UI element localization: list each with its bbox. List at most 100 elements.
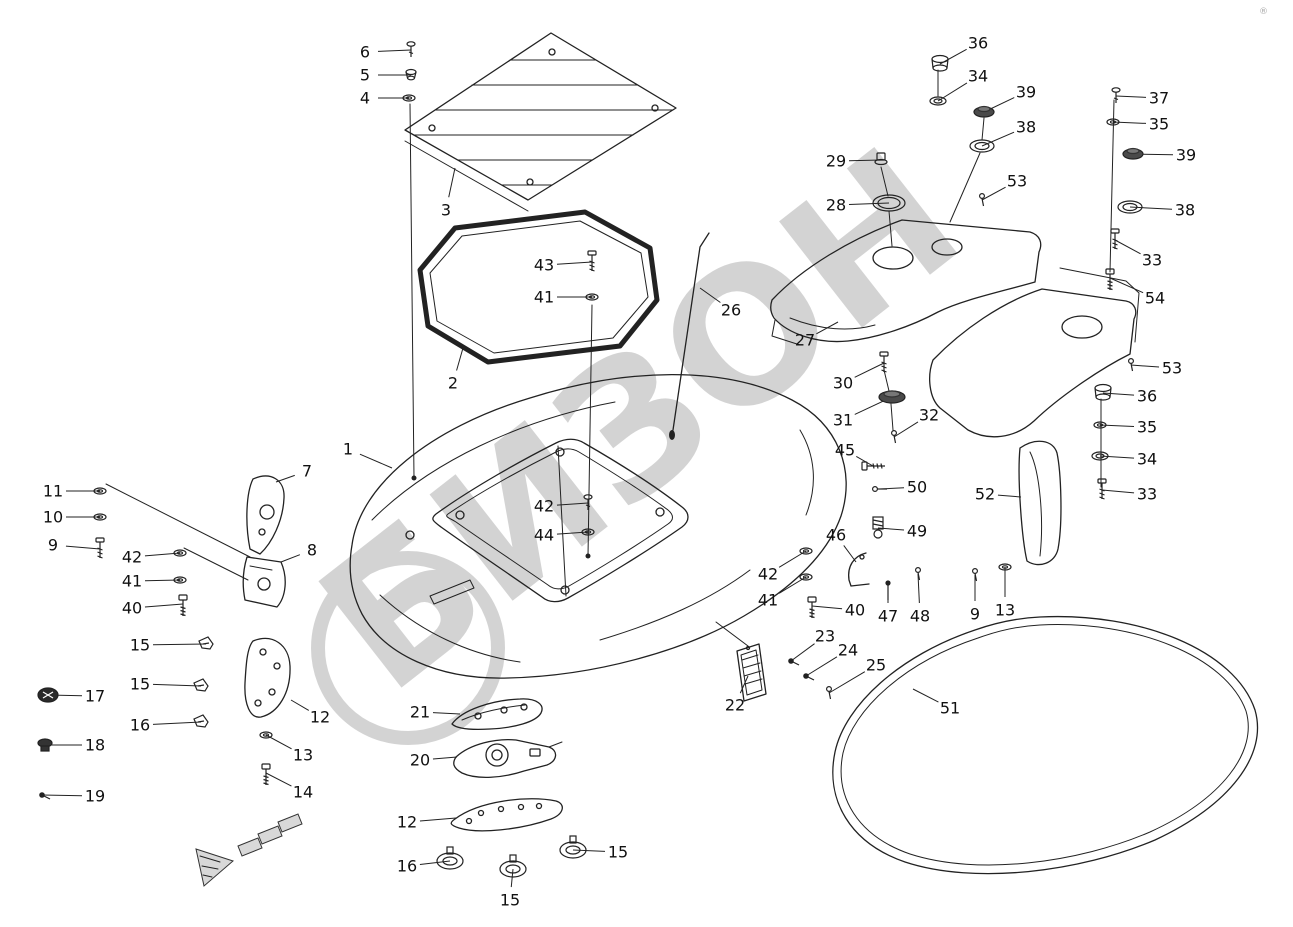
washer-icon xyxy=(173,549,187,557)
bracket-8 xyxy=(242,556,286,608)
leader-line xyxy=(811,605,843,610)
mount-bracket-46 xyxy=(848,552,870,587)
leader-line xyxy=(1115,95,1147,98)
leader-line xyxy=(144,603,184,608)
door-seal-51 xyxy=(832,615,1259,875)
clip-icon xyxy=(193,714,209,728)
leader-line xyxy=(1130,364,1160,368)
screw-small-icon xyxy=(1111,87,1121,103)
leader-line xyxy=(790,643,815,662)
bolt-icon xyxy=(807,596,817,619)
clip-big-icon xyxy=(559,835,587,859)
callout-47: 47 xyxy=(878,607,898,626)
leader-line xyxy=(848,202,890,206)
direction-arrow xyxy=(195,813,303,887)
bolt-icon xyxy=(1105,268,1115,291)
callout-32: 32 xyxy=(919,406,939,425)
washer-icon xyxy=(799,573,813,581)
bracket-20 xyxy=(453,738,563,779)
leader-line xyxy=(778,550,807,568)
screw-icon xyxy=(587,250,597,272)
callout-2: 2 xyxy=(448,374,458,393)
washer-icon xyxy=(259,731,273,739)
callout-36: 36 xyxy=(1137,387,1157,406)
valve-icon xyxy=(872,516,884,539)
callout-53: 53 xyxy=(1162,359,1182,378)
leader-line xyxy=(778,576,807,594)
ring-small-icon xyxy=(929,96,947,106)
callout-36: 36 xyxy=(968,34,988,53)
callout-8: 8 xyxy=(307,541,317,560)
leader-line xyxy=(41,794,83,797)
leader-line xyxy=(572,849,606,852)
callout-10: 10 xyxy=(43,508,63,527)
leader-line xyxy=(265,772,292,787)
watermark-text: БИЗОН xyxy=(282,107,998,732)
screw-icon xyxy=(1110,228,1120,250)
callout-15: 15 xyxy=(130,675,150,694)
leader-line xyxy=(828,671,866,694)
callout-40: 40 xyxy=(122,599,142,618)
callout-19: 19 xyxy=(85,787,105,806)
nut-icon xyxy=(874,152,888,166)
callout-38: 38 xyxy=(1175,201,1195,220)
leader-line xyxy=(144,579,181,582)
screw-tiny-h-icon xyxy=(871,486,887,493)
leader-line xyxy=(893,421,919,438)
leader-line xyxy=(739,675,749,694)
leader-line xyxy=(805,656,838,677)
grommet-icon xyxy=(37,687,59,703)
callout-41: 41 xyxy=(534,288,554,307)
callout-15: 15 xyxy=(130,636,150,655)
plug-dark-icon xyxy=(37,738,53,752)
callout-11: 11 xyxy=(43,482,63,501)
screw-icon xyxy=(95,537,105,559)
leader-line xyxy=(152,683,202,687)
leader-line xyxy=(816,321,839,335)
line-art xyxy=(105,32,1259,887)
washer-icon xyxy=(1106,118,1120,126)
clip-icon xyxy=(198,636,214,650)
leader-line xyxy=(1114,239,1141,255)
gasket-seal xyxy=(417,209,660,365)
washer-icon xyxy=(93,487,107,495)
leader-line xyxy=(152,721,202,725)
leader-line xyxy=(912,688,939,703)
antenna-rod xyxy=(669,232,710,440)
callout-42: 42 xyxy=(534,497,554,516)
leader-line xyxy=(275,474,295,483)
leader-line xyxy=(280,554,301,563)
plate-12-bottom xyxy=(450,798,563,832)
callout-43: 43 xyxy=(534,256,554,275)
leader-line xyxy=(359,453,393,469)
callout-4: 4 xyxy=(360,89,370,108)
leader-line xyxy=(419,860,451,865)
leader-line xyxy=(456,347,464,371)
callout-9: 9 xyxy=(970,605,980,624)
callout-22: 22 xyxy=(725,696,745,715)
screw-tiny-icon xyxy=(825,685,832,700)
callout-14: 14 xyxy=(293,783,313,802)
callout-42: 42 xyxy=(122,548,142,567)
callout-16: 16 xyxy=(130,716,150,735)
work-lamp-22 xyxy=(736,643,767,702)
callout-27: 27 xyxy=(795,331,815,350)
callout-39: 39 xyxy=(1176,146,1196,165)
leader-line xyxy=(65,545,101,550)
leader-line xyxy=(1099,455,1135,459)
callout-12: 12 xyxy=(397,813,417,832)
bolt-h-icon xyxy=(861,461,885,471)
callout-5: 5 xyxy=(360,66,370,85)
callout-13: 13 xyxy=(293,746,313,765)
ring-icon xyxy=(1117,200,1143,214)
washer-icon xyxy=(1093,421,1107,429)
leader-line xyxy=(981,186,1006,201)
leader-line xyxy=(854,362,885,378)
ring-icon xyxy=(969,139,995,153)
leader-line xyxy=(290,699,310,711)
callout-26: 26 xyxy=(721,301,741,320)
leader-line xyxy=(699,287,721,303)
leader-line xyxy=(937,82,968,102)
callout-34: 34 xyxy=(1137,450,1157,469)
